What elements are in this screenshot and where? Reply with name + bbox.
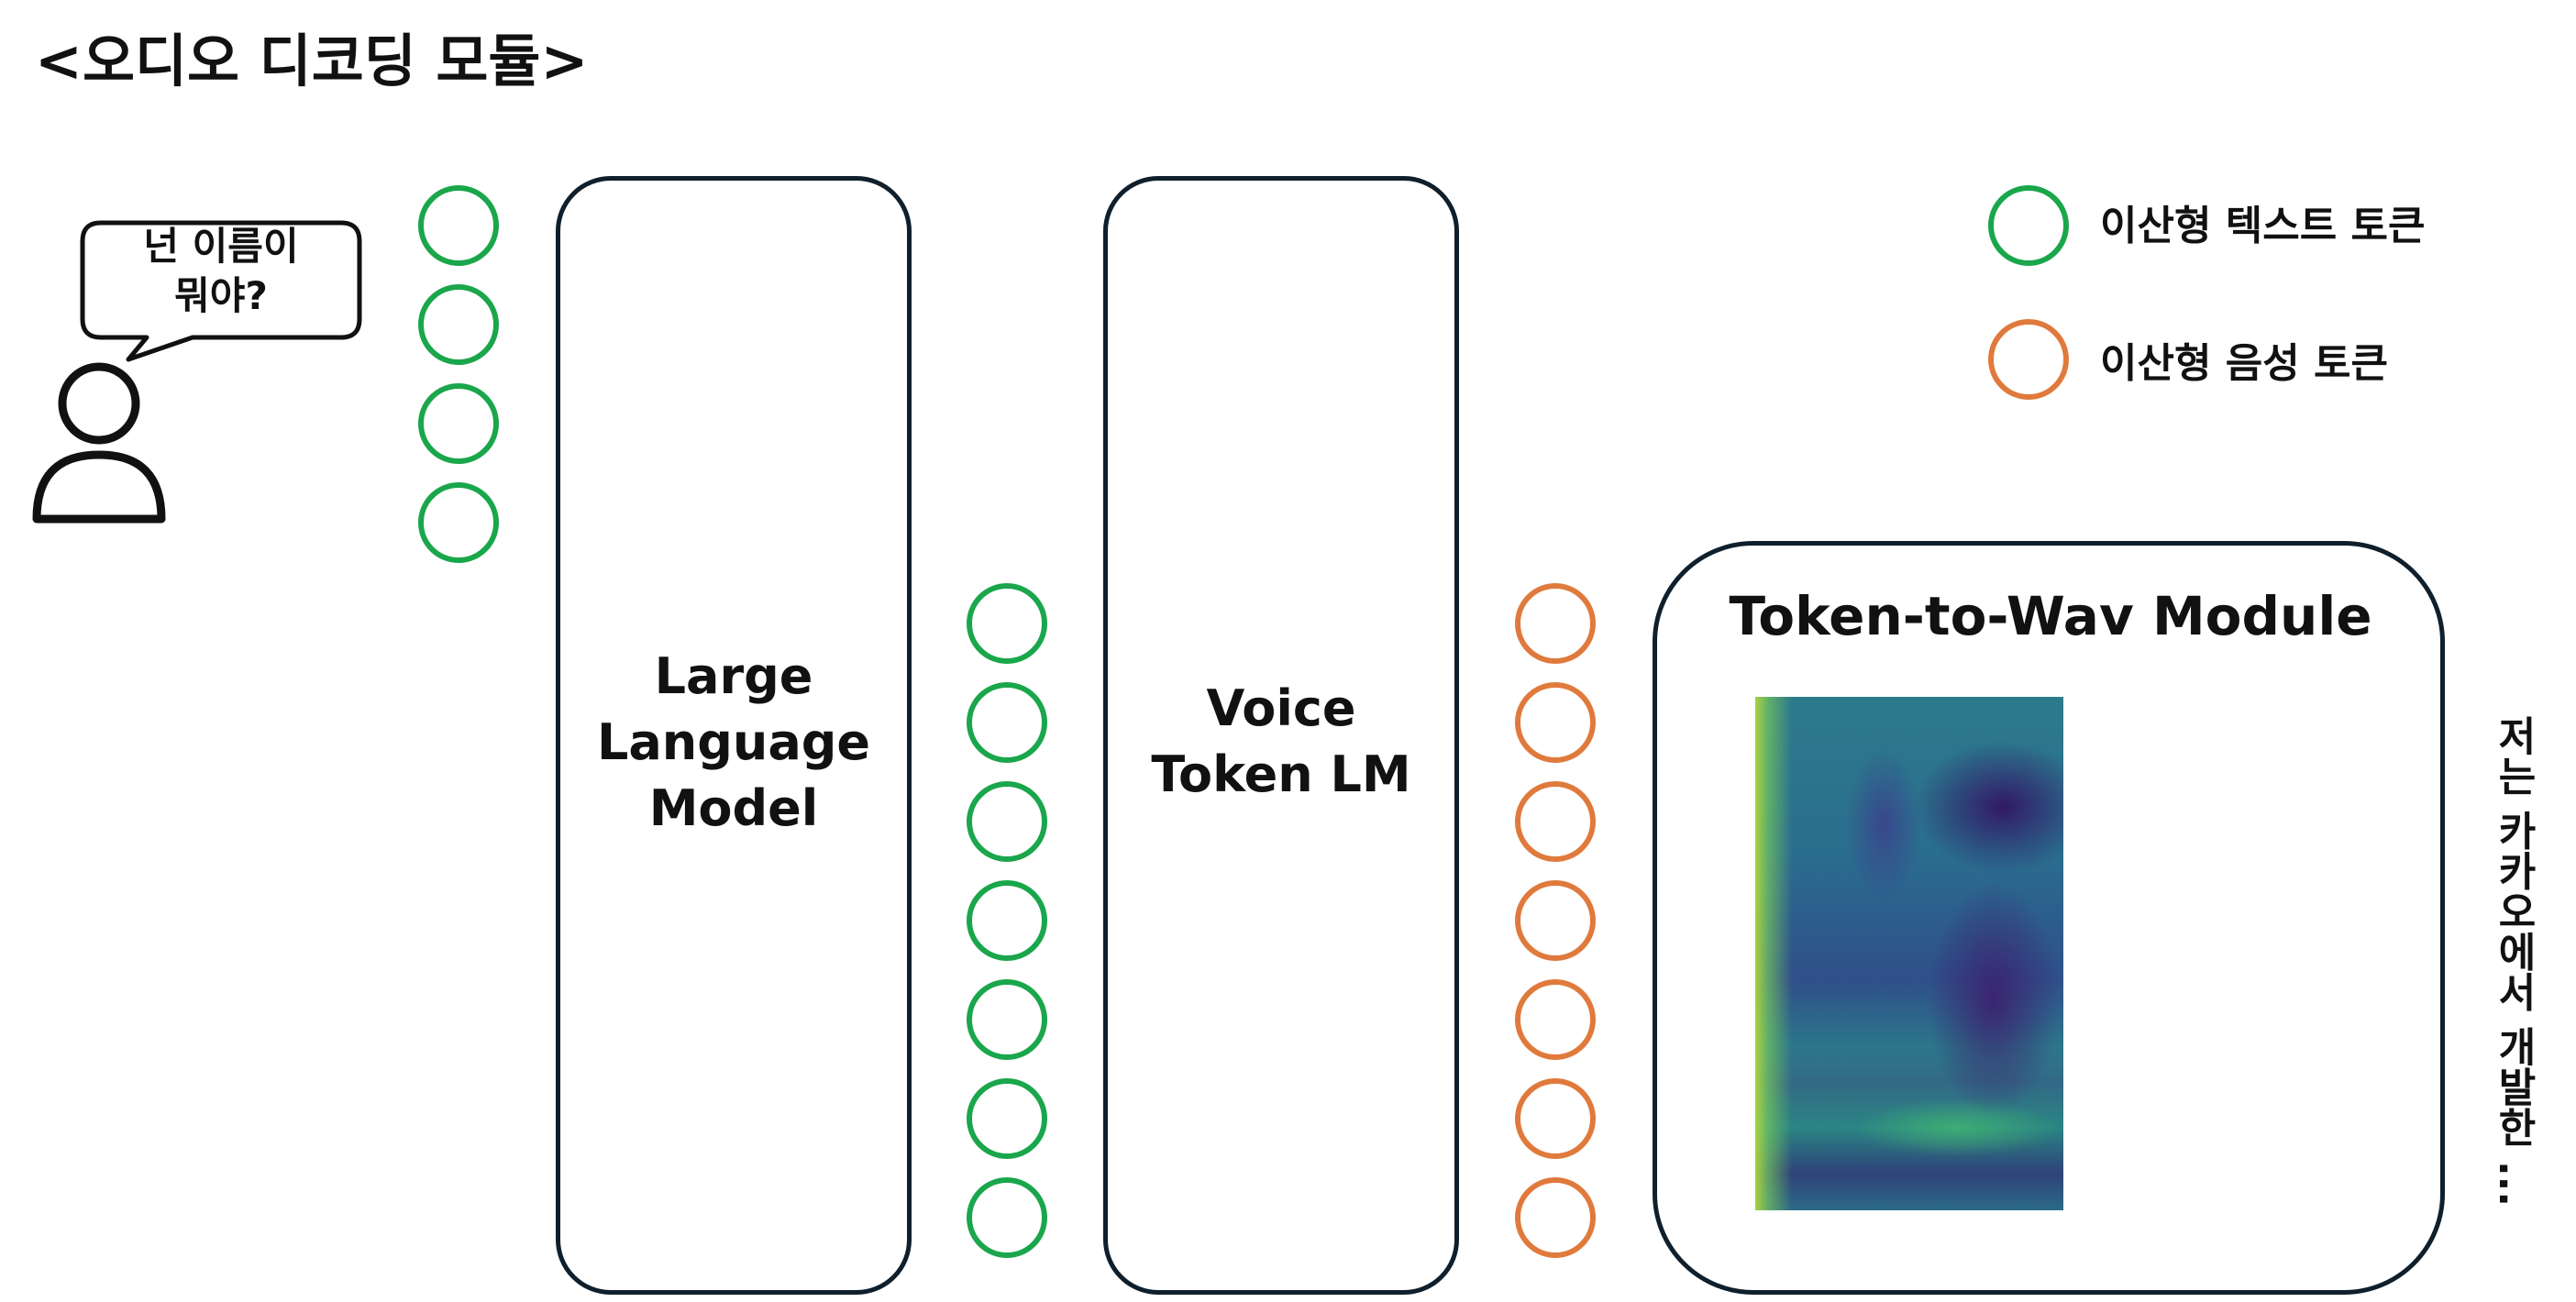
- voice-token-lm-block: Voice Token LM: [1103, 176, 1459, 1295]
- user-speech-line-2: 뭐야?: [174, 273, 268, 318]
- legend-text-token-icon: [1988, 185, 2069, 266]
- voice-output-speech-token: [1515, 979, 1596, 1060]
- llm-output-text-token: [967, 583, 1047, 664]
- token-group: [418, 185, 2069, 1258]
- user-speech-text: 넌 이름이 뭐야?: [84, 222, 358, 321]
- legend-speech-token-label: 이산형 음성 토큰: [2100, 340, 2388, 387]
- llm-output-text-token: [967, 1078, 1047, 1159]
- input-text-token: [418, 284, 499, 365]
- llm-label-line-1: Large: [654, 647, 813, 705]
- page-title: <오디오 디코딩 모듈>: [35, 28, 589, 94]
- input-text-token: [418, 185, 499, 266]
- token-to-wav-title: Token-to-Wav Module: [1729, 585, 2372, 647]
- llm-output-text-token: [967, 1177, 1047, 1258]
- spectrogram-image: [1755, 697, 2063, 1210]
- output-speech-text: 저는 카카오에서 개발한 ...: [2490, 715, 2537, 1208]
- llm-output-text-token: [967, 781, 1047, 862]
- user-body-icon: [32, 450, 166, 524]
- user-head-icon: [58, 362, 140, 445]
- llm-label-line-3: Model: [648, 779, 819, 837]
- voice-label-line-2: Token LM: [1151, 745, 1411, 803]
- voice-output-speech-token: [1515, 682, 1596, 763]
- voice-output-speech-token: [1515, 1078, 1596, 1159]
- voice-output-speech-token: [1515, 880, 1596, 961]
- voice-label-line-1: Voice: [1206, 679, 1356, 737]
- voice-output-speech-token: [1515, 781, 1596, 862]
- llm-output-text-token: [967, 979, 1047, 1060]
- speech-bubble: [80, 220, 362, 362]
- input-text-token: [418, 482, 499, 563]
- llm-output-text-token: [967, 880, 1047, 961]
- input-text-token: [418, 383, 499, 464]
- voice-output-speech-token: [1515, 583, 1596, 664]
- user-speech-line-1: 넌 이름이: [143, 224, 299, 269]
- llm-label-line-2: Language: [596, 713, 871, 771]
- voice-output-speech-token: [1515, 1177, 1596, 1258]
- llm-label: Large Language Model: [560, 644, 907, 842]
- voice-token-lm-label: Voice Token LM: [1108, 676, 1454, 808]
- llm-block: Large Language Model: [556, 176, 912, 1295]
- legend-text-token-label: 이산형 텍스트 토큰: [2100, 203, 2426, 249]
- legend-speech-token-icon: [1988, 319, 2069, 400]
- llm-output-text-token: [967, 682, 1047, 763]
